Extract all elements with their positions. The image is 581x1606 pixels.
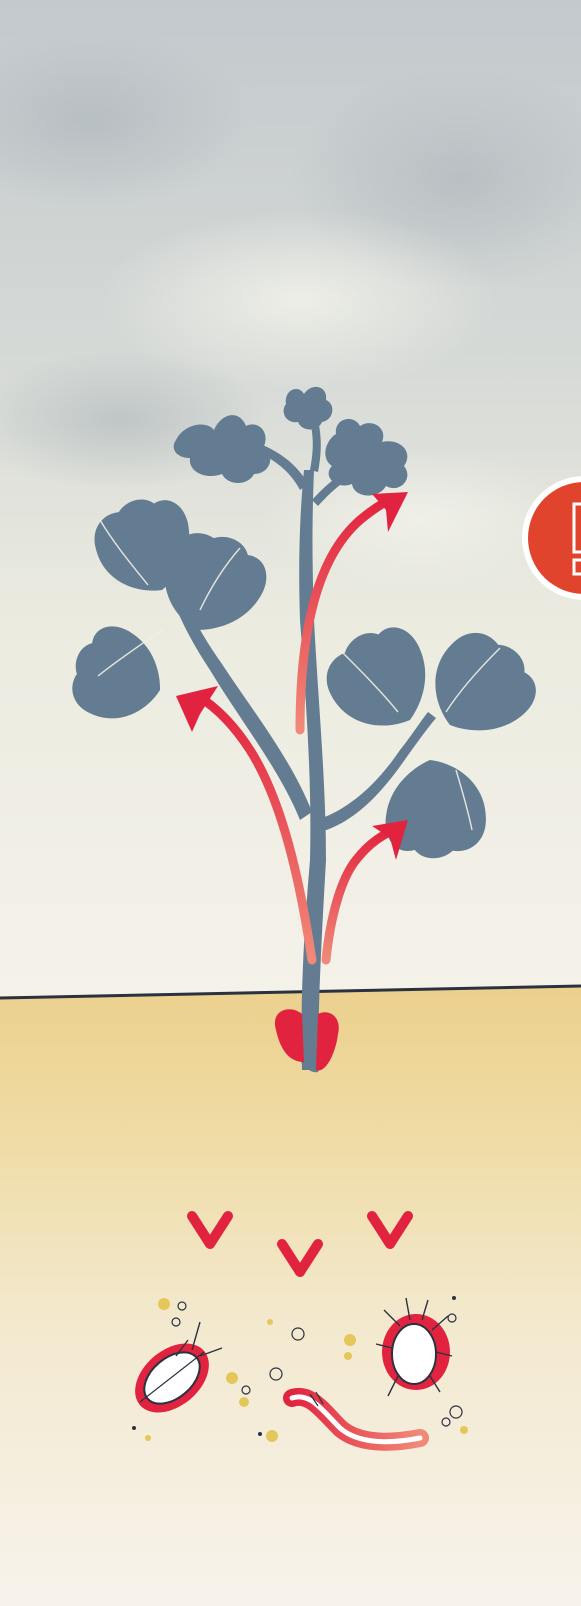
soil <box>0 986 581 1606</box>
